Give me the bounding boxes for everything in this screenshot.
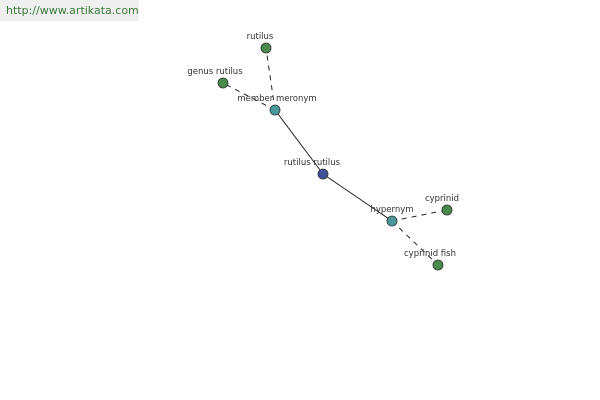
node-genus-rutilus[interactable]: genus rutilus: [187, 67, 243, 89]
edge-rutilus-rutilus-to-hypernym: [322, 173, 393, 222]
node-hypernym[interactable]: hypernym: [370, 205, 414, 227]
node-label-genus-rutilus: genus rutilus: [187, 67, 243, 77]
edges-layer: [222, 47, 448, 266]
node-rutilus[interactable]: rutilus: [247, 32, 274, 54]
node-dot-rutilus-rutilus[interactable]: [317, 168, 329, 180]
node-cyprinid-fish[interactable]: cyprinid fish: [404, 249, 456, 271]
node-cyprinid[interactable]: cyprinid: [425, 194, 459, 216]
node-rutilus-rutilus[interactable]: rutilus rutilus: [284, 158, 341, 180]
node-dot-cyprinid-fish[interactable]: [432, 259, 444, 271]
node-dot-member-meronym[interactable]: [269, 104, 281, 116]
node-label-member-meronym: member meronym: [237, 94, 316, 104]
node-dot-cyprinid[interactable]: [441, 204, 453, 216]
node-member-meronym[interactable]: member meronym: [237, 94, 317, 116]
nodes-layer: rutilus rutilus member meronym hypernym rut…: [187, 32, 459, 271]
node-dot-hypernym[interactable]: [386, 215, 398, 227]
node-label-hypernym: hypernym: [370, 205, 413, 215]
node-label-rutilus: rutilus: [247, 32, 274, 42]
edge-hypernym-to-cyprinid-fish: [391, 220, 439, 266]
node-label-rutilus-rutilus: rutilus rutilus: [284, 158, 341, 168]
node-label-cyprinid-fish: cyprinid fish: [404, 249, 456, 259]
node-label-cyprinid: cyprinid: [425, 194, 459, 204]
node-dot-rutilus[interactable]: [260, 42, 272, 54]
node-dot-genus-rutilus[interactable]: [217, 77, 229, 89]
edge-member-meronym-to-rutilus: [265, 47, 276, 111]
watermark-url: http://www.artikata.com: [0, 0, 139, 21]
edge-rutilus-rutilus-to-member-meronym: [274, 109, 324, 175]
